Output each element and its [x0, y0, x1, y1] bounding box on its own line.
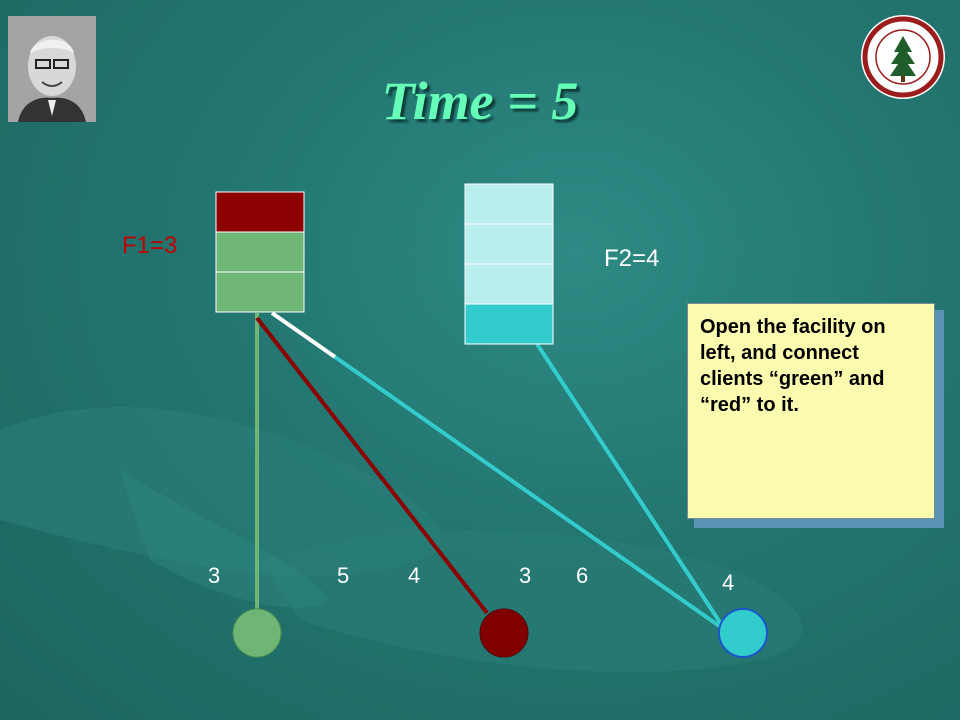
facility-f1-cell — [215, 191, 305, 233]
facility-f1-cell — [215, 231, 305, 273]
facility-f2-cell — [464, 223, 554, 265]
client-red — [479, 608, 529, 658]
facility-f2-cell — [464, 263, 554, 305]
slide-title: Time = 5 — [381, 71, 579, 131]
edge-label: 3 — [208, 563, 221, 588]
facility-f1-label: F1=3 — [122, 232, 178, 259]
callout-box: Open the facility on left, and connect c… — [687, 303, 935, 519]
edge-label: 4 — [408, 563, 421, 588]
facility-f1-cell — [215, 271, 305, 313]
university-seal-logo — [860, 14, 946, 100]
edge-white — [270, 311, 337, 359]
facility-f2 — [464, 183, 554, 345]
facility-f2-cell — [464, 303, 554, 345]
edge-red — [255, 316, 489, 615]
edge-cyan-from-f1 — [333, 355, 727, 632]
client-cyan — [718, 608, 768, 658]
callout-text: Open the facility on left, and connect c… — [700, 316, 886, 416]
facility-f2-cell — [464, 183, 554, 225]
facility-f2-label: F2=4 — [604, 245, 660, 272]
edge-label: 6 — [576, 563, 589, 588]
edge-cyan-from-f2 — [535, 342, 727, 632]
facility-f1 — [215, 191, 305, 313]
edge-label: 4 — [722, 570, 735, 595]
client-green — [232, 608, 282, 658]
edge-label: 3 — [519, 563, 532, 588]
edge-label: 5 — [337, 563, 350, 588]
portrait-photo — [8, 16, 96, 122]
